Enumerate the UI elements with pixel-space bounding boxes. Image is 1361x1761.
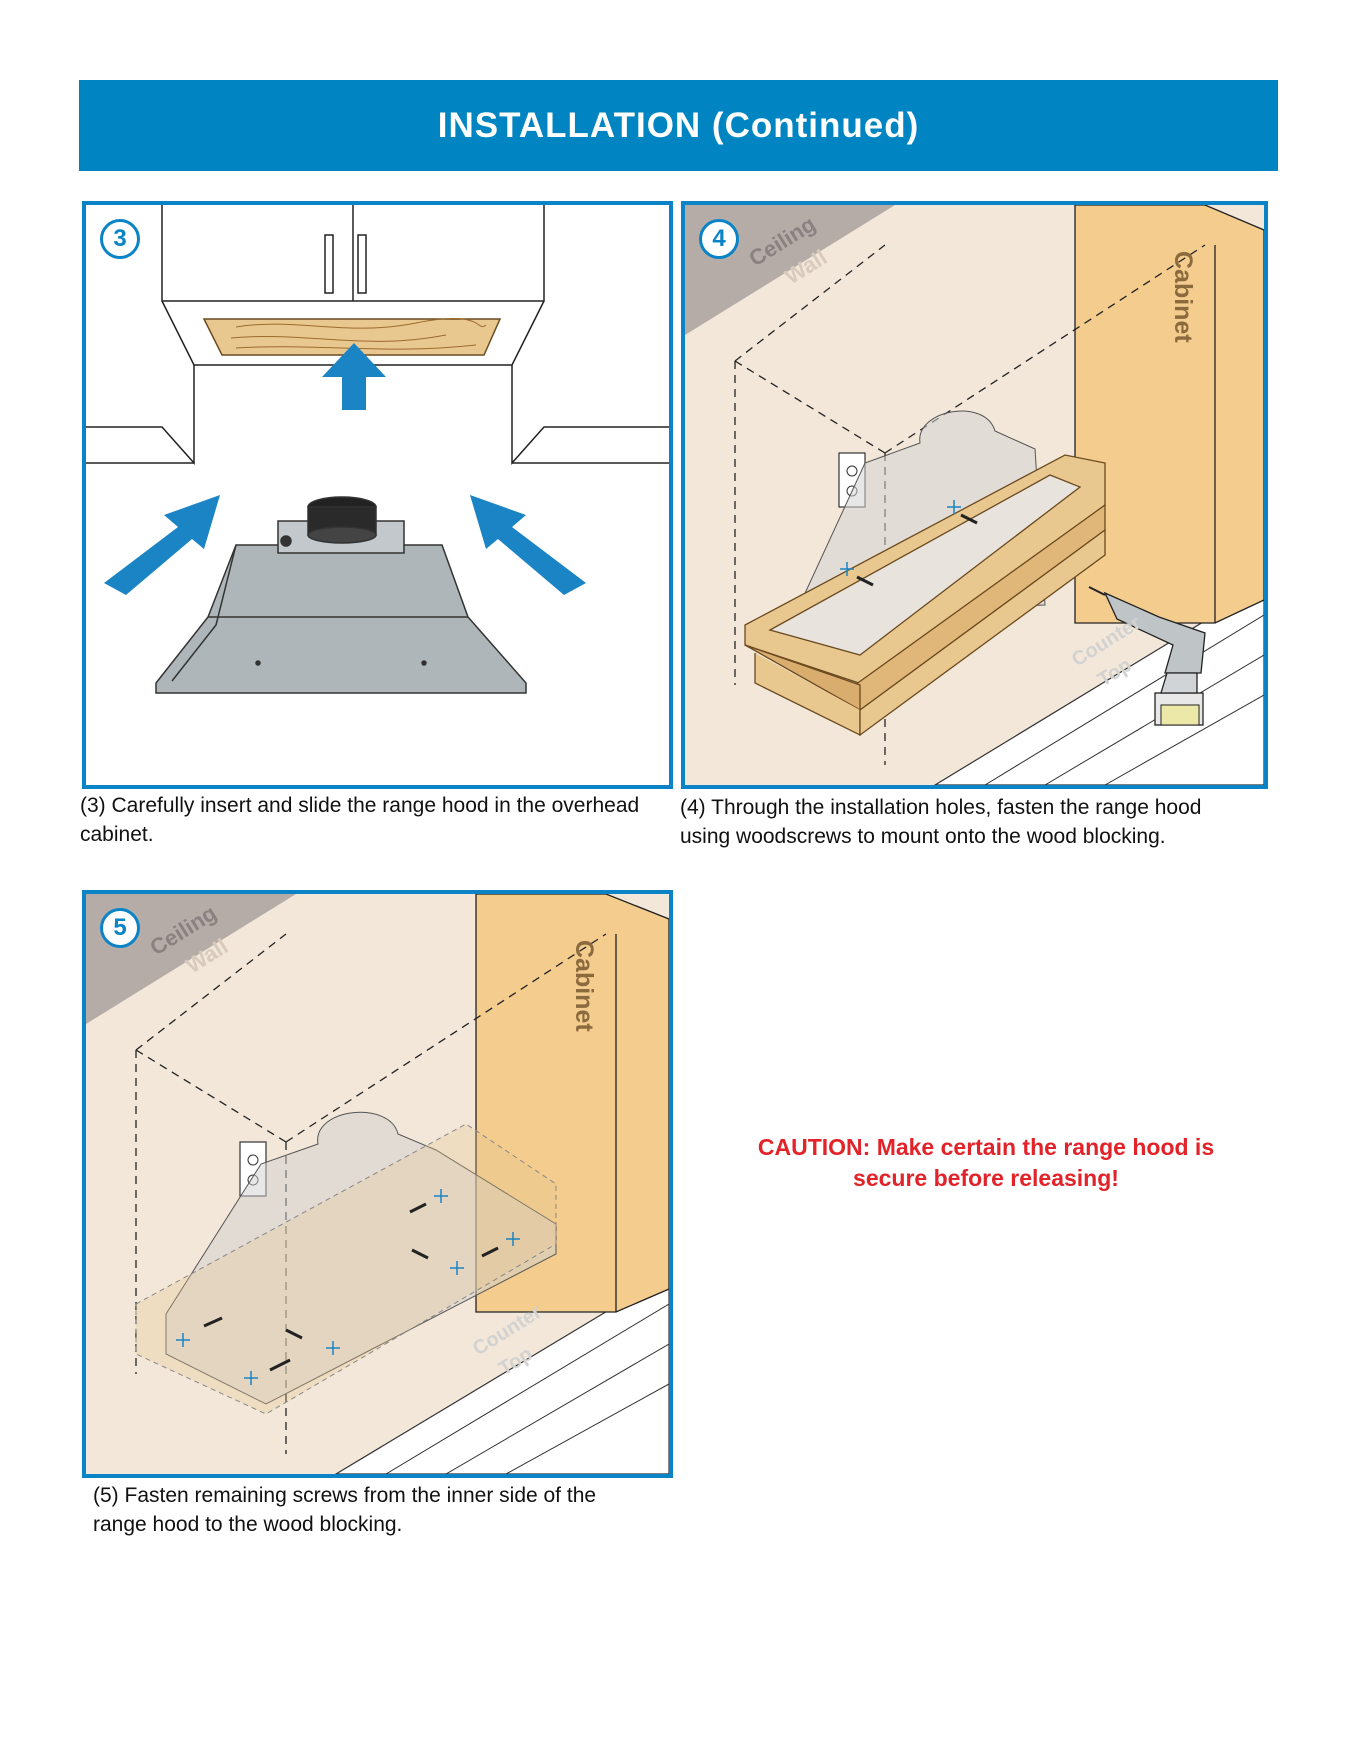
step-4-caption: (4) Through the installation holes, fast… <box>680 796 1202 848</box>
range-hood <box>155 496 527 694</box>
wood-blocking <box>202 318 502 356</box>
step-3-badge: 3 <box>100 219 140 259</box>
step-5-caption: (5) Fasten remaining screws from the inn… <box>93 1484 597 1536</box>
cabinet-label: Cabinet <box>570 940 598 1032</box>
step-3-caption: (3) Carefully insert and slide the range… <box>80 794 640 846</box>
drill-icon <box>1088 586 1206 726</box>
step-5-badge: 5 <box>100 908 140 948</box>
cabinet <box>1074 205 1264 624</box>
arrow-right-icon <box>470 495 586 595</box>
step-5-panel: 5 Ceiling Wall Cabinet Counter <box>82 890 673 1478</box>
counter-top <box>334 1273 669 1474</box>
step-3-panel: 3 <box>82 201 673 789</box>
arrow-left-icon <box>104 495 220 595</box>
step-5-illustration: Ceiling Wall Cabinet Counter Top <box>86 894 669 1474</box>
section-title: INSTALLATION (Continued) <box>437 105 920 145</box>
step-3-illustration <box>86 205 669 694</box>
step-4-illustration: Ceiling Wall Cabinet Counter Top <box>685 205 1264 785</box>
cabinet-label: Cabinet <box>1169 251 1197 343</box>
section-banner: INSTALLATION (Continued) <box>79 80 1278 171</box>
step-4-panel: 4 <box>681 201 1268 789</box>
step-4-badge: 4 <box>699 219 739 259</box>
arrow-up-icon <box>322 343 386 410</box>
caution-note: CAUTION: Make certain the range hood is … <box>706 1132 1266 1194</box>
caution-line-2: secure before releasing! <box>853 1165 1119 1191</box>
wood-blocking <box>744 454 1106 737</box>
caution-line-1: CAUTION: Make certain the range hood is <box>757 1134 1215 1160</box>
